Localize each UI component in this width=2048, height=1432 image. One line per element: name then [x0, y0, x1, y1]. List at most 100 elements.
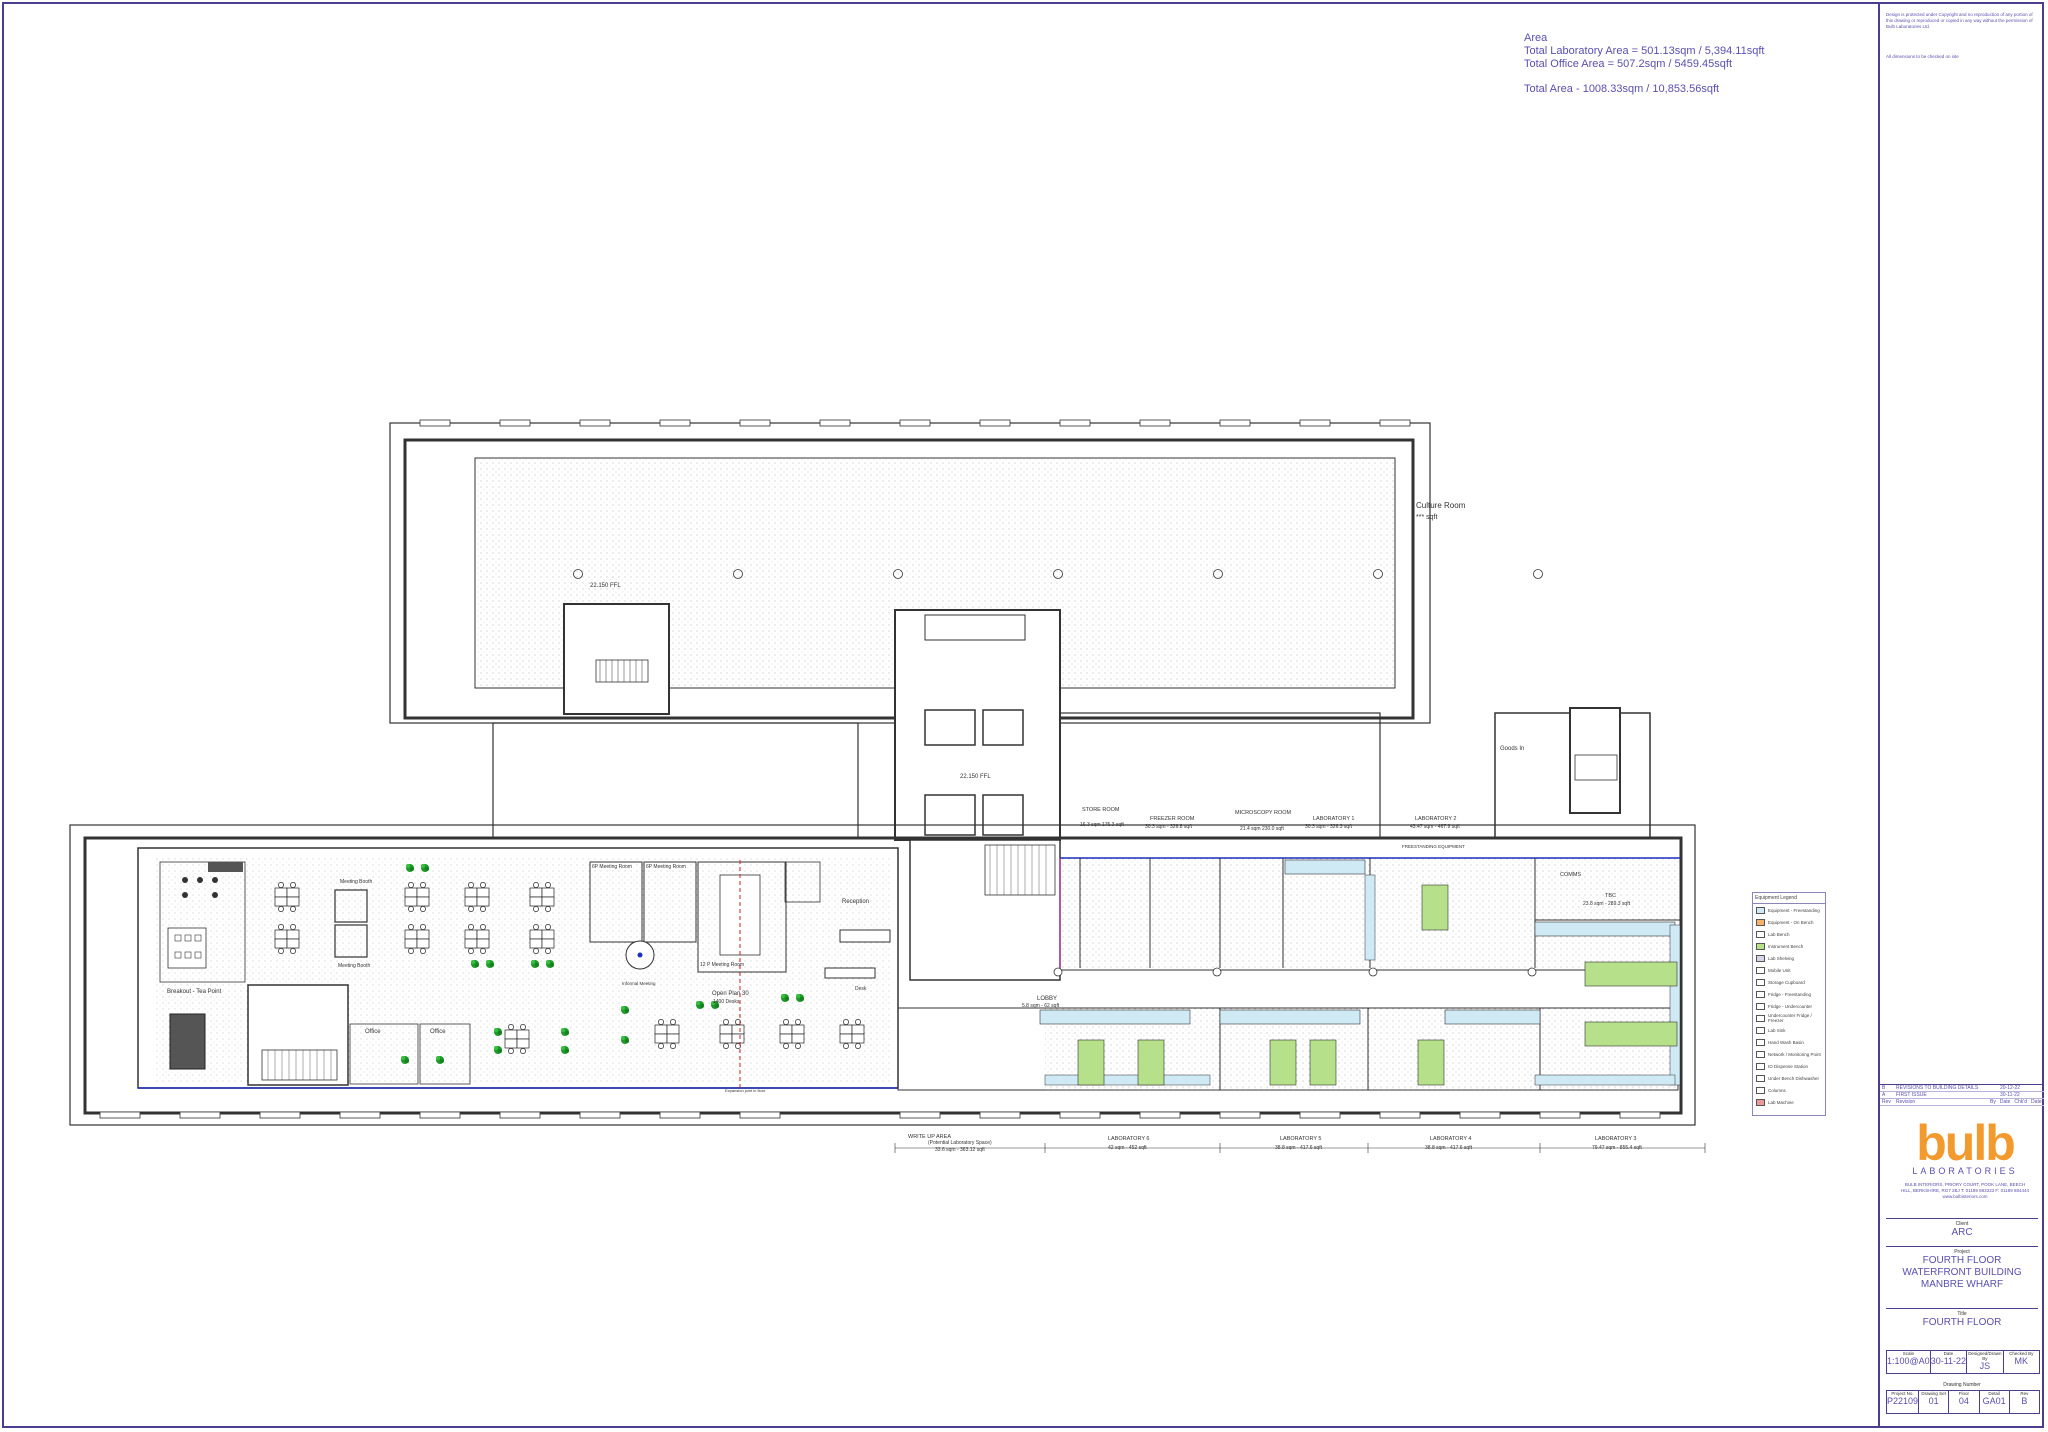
- legend-item-label: Lab Bench: [1768, 931, 1790, 937]
- laboratory-1-area: 30.3 sqm - 326.3 sqft: [1305, 824, 1353, 830]
- legend-item: IO Dispense Station: [1753, 1060, 1825, 1072]
- checked-by-label: Checked By: [2009, 1351, 2034, 1356]
- legend-item: Fridge - Undercounter: [1753, 1000, 1825, 1012]
- date-label: Date: [1943, 1351, 1954, 1356]
- meeting-booth-b: Meeting Booth: [338, 963, 370, 969]
- bottom-label-1-area: 42 sqm - 452 sqft: [1108, 1145, 1147, 1151]
- revision-table: B REVISIONS TO BUILDING DETAILS 20-12-22…: [1880, 1084, 2044, 1106]
- logo-sub: LABORATORIES: [1912, 1166, 2018, 1176]
- informal-meeting: Informal Meeting: [622, 981, 656, 986]
- area-summary: Area Total Laboratory Area = 501.13sqm /…: [1524, 32, 1764, 96]
- legend-item-label: Equipment - On Bench: [1768, 919, 1814, 925]
- legend-item-label: Fridge - Undercounter: [1768, 1003, 1813, 1009]
- microscopy-room-area: 21.4 sqm 230.0 sqft: [1240, 826, 1285, 832]
- legend-item-label: Fridge - Freestanding: [1768, 991, 1812, 997]
- legend-item: Mobile Unit: [1753, 964, 1825, 976]
- project-no-value: P22109: [1887, 1396, 1919, 1406]
- comms-label: COMMS: [1560, 872, 1581, 878]
- office-area-text: Total Office Area = 507.2sqm / 5459.45sq…: [1524, 58, 1733, 70]
- project-line-2: WATERFRONT BUILDING: [1902, 1267, 2022, 1278]
- legend-item: Lab Sink: [1753, 1024, 1825, 1036]
- freezer-room-area: 30.3 sqm - 326.8 sqft: [1145, 824, 1193, 830]
- legend-item: Instrument Bench: [1753, 940, 1825, 952]
- legend-item: Fridge - Freestanding: [1753, 988, 1825, 1000]
- project-no-label: Project No.: [1891, 1391, 1914, 1396]
- bottom-label-1-name: LABORATORY 6: [1108, 1136, 1149, 1142]
- legend-item: Storage Cupboard: [1753, 976, 1825, 988]
- title-block: Design is protected under Copyright and …: [1878, 2, 2044, 1428]
- office-a-label: Office: [365, 1029, 381, 1035]
- detail-value: GA01: [1982, 1396, 2006, 1406]
- legend-item: Lab Machine: [1753, 1096, 1825, 1108]
- drawn-by-value: JS: [1979, 1361, 1991, 1371]
- open-plan-label: Open Plan 30: [712, 991, 749, 997]
- legend-item: Lab Shelving: [1753, 952, 1825, 964]
- legend-item-label: Undercounter Fridge / Freezer: [1768, 1013, 1812, 1023]
- bottom-room-labels: WRITE UP AREA (Potential Laboratory Spac…: [908, 1134, 1642, 1153]
- revision-row: A FIRST ISSUE 30-11-22: [1880, 1092, 2044, 1099]
- bottom-label-2-area: 38.8 sqm - 417.6 sqft: [1275, 1145, 1323, 1151]
- desk-label: Desk: [855, 986, 867, 992]
- legend-item: Equipment - On Bench: [1753, 916, 1825, 928]
- tbc-area: 23.8 sqm - 289.3 sqft: [1583, 901, 1631, 907]
- legend-title: Equipment Legend: [1753, 893, 1825, 904]
- rev-code: A: [1882, 1092, 1886, 1098]
- project-label: Project: [1954, 1249, 1970, 1255]
- rev-date: 30-11-22: [2000, 1092, 2020, 1098]
- store-room-label: STORE ROOM: [1082, 807, 1120, 813]
- lobby-label: LOBBY: [1037, 996, 1057, 1002]
- copyright-note: Design is protected under Copyright and …: [1886, 12, 2033, 29]
- rev-header-revision: Revision: [1896, 1099, 1916, 1105]
- area-heading: Area: [1524, 32, 1548, 44]
- legend-swatch: [1756, 978, 1765, 986]
- microscopy-room-label: MICROSCOPY ROOM: [1235, 810, 1292, 816]
- legend-swatch: [1756, 1050, 1765, 1058]
- legend-swatch: [1756, 942, 1765, 950]
- meeting-booth-a: Meeting Booth: [340, 879, 372, 885]
- revision-row: B REVISIONS TO BUILDING DETAILS 20-12-22: [1880, 1085, 2044, 1092]
- breakout-label: Breakout - Tea Point: [167, 989, 222, 995]
- legend-item-label: Hand Wash Basin: [1768, 1039, 1804, 1045]
- drawing-set-label: Drawing Set: [1921, 1391, 1946, 1396]
- meeting-12p: 12 P Meeting Room: [700, 962, 744, 968]
- total-area-text: Total Area - 1008.33sqm / 10,853.56sqft: [1524, 83, 1720, 95]
- lab-area-text: Total Laboratory Area = 501.13sqm / 5,39…: [1524, 45, 1765, 57]
- legend-swatch: [1756, 1062, 1765, 1070]
- store-room-area: 16.3 sqm 175.3 sqft: [1080, 822, 1125, 828]
- tbc-label: TBC: [1605, 893, 1616, 899]
- bottom-label-0-area: 33.6 sqm - 363.12 sqft: [935, 1147, 985, 1153]
- date-value: 30-11-22: [1930, 1356, 1967, 1366]
- legend-item-label: Lab Shelving: [1768, 955, 1795, 961]
- title-field: Title FOURTH FLOOR: [1886, 1308, 2038, 1349]
- client-label: Client: [1955, 1221, 1969, 1227]
- office-b-label: Office: [430, 1029, 446, 1035]
- goods-in-label: Goods In: [1500, 746, 1524, 752]
- legend-item-label: IO Dispense Station: [1768, 1063, 1809, 1069]
- logo-word: bulb: [1916, 1115, 2016, 1171]
- rev-code: B: [1882, 1085, 1886, 1091]
- laboratory-2-label: LABORATORY 2: [1415, 816, 1456, 822]
- bottom-label-2-name: LABORATORY 5: [1280, 1136, 1321, 1142]
- drawing-number-label: Drawing Number: [1943, 1382, 1981, 1388]
- client-field: Client ARC: [1886, 1218, 2038, 1245]
- legend-swatch: [1756, 1014, 1765, 1022]
- title-value: FOURTH FLOOR: [1922, 1317, 2002, 1328]
- checked-by-value: MK: [2014, 1356, 2029, 1366]
- legend-item-label: Equipment - Freestanding: [1768, 907, 1820, 913]
- free-standing-label: FREESTANDING EQUIPMENT: [1402, 844, 1465, 849]
- legend-item: Equipment - Freestanding: [1753, 904, 1825, 916]
- dimensions-note: All dimensions to be checked on site: [1886, 54, 1959, 59]
- rev-date: 20-12-22: [2000, 1085, 2021, 1091]
- rev-header-chkd: Chk'd: [2014, 1099, 2028, 1105]
- legend-item: Undercounter Fridge / Freezer: [1753, 1012, 1825, 1024]
- detail-label: Detail: [1988, 1391, 2000, 1396]
- legend-swatch: [1756, 1002, 1765, 1010]
- legend-item-label: Lab Machine: [1768, 1099, 1794, 1105]
